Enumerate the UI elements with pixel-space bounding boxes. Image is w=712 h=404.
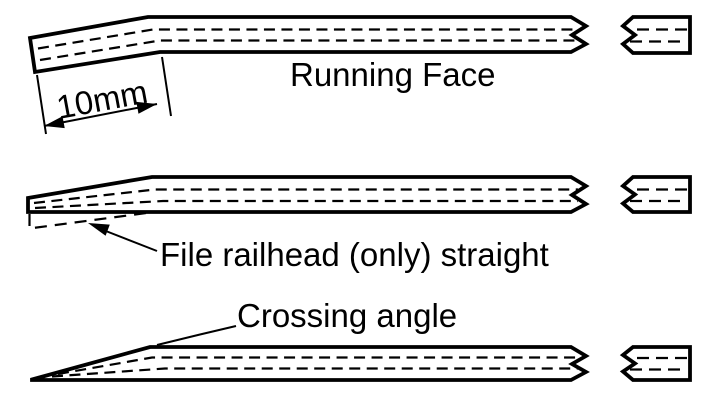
leader-arrowhead <box>88 223 110 236</box>
rail-break-stub <box>619 175 692 214</box>
rail-dashed-line-upper <box>37 28 578 50</box>
rail-break-stub <box>620 15 692 55</box>
figure-crossing-angle: Crossing angle <box>30 297 692 382</box>
rail-dashed-line-upper <box>57 356 578 376</box>
dimension-arrowhead-left <box>44 116 65 129</box>
figure-file-railhead: File railhead (only) straight <box>26 175 692 273</box>
file-railhead-label: File railhead (only) straight <box>160 236 549 273</box>
leader-line <box>156 325 237 346</box>
original-profile-dashed-outline <box>28 211 151 230</box>
rail-outline <box>26 175 590 214</box>
leader-line <box>101 228 158 252</box>
dimension-extension-line-right <box>161 56 172 117</box>
dimension-extension-line-left <box>36 74 47 135</box>
rail-dashed-line-upper <box>33 188 578 205</box>
rail-dashed-line-lower <box>51 367 578 378</box>
crossing-angle-label: Crossing angle <box>237 297 457 334</box>
figure-running-face: 10mm Running Face <box>27 15 692 135</box>
rail-dashed-line-lower <box>39 39 578 62</box>
rail-outline <box>27 15 590 75</box>
rail-break-stub <box>619 345 692 382</box>
rail-outline <box>30 345 590 382</box>
rail-dashed-line-lower <box>34 199 578 210</box>
running-face-label: Running Face <box>290 56 495 93</box>
dimension-arrowhead-right <box>136 101 157 114</box>
